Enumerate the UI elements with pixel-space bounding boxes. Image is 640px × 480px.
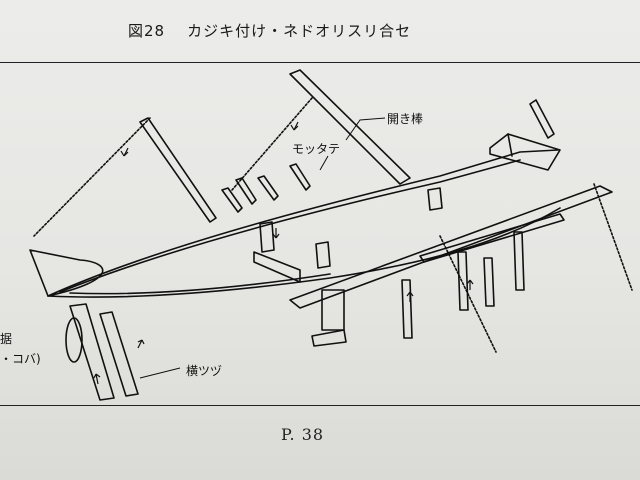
figure-frame (0, 62, 640, 406)
support-block (321, 289, 345, 331)
pole-right-top (529, 99, 555, 139)
hull-bow-plank (29, 249, 104, 297)
hull-bottom (47, 207, 561, 298)
stern-box (489, 133, 561, 171)
hull-bottom-inner (69, 273, 331, 295)
label-cut-left-bottom: ・コバ) (0, 352, 41, 366)
label-opening-pole: 開き棒 (387, 112, 424, 126)
mottate-prop (221, 187, 243, 213)
pole-left (139, 117, 217, 223)
label-mottate: モッタテ (292, 142, 341, 156)
hull-gunwale-inner (59, 159, 521, 293)
yoko-tsuzu-pole (69, 303, 115, 401)
figure-caption: 図28 カジキ付け・ネドオリスリ合セ (128, 20, 411, 41)
figure-number: 図28 (128, 22, 166, 40)
rope-center (231, 97, 313, 191)
label-cut-left-top: 据 (0, 332, 13, 346)
label-yoko-tsuzu: 横ツヅ (186, 364, 223, 378)
page-number: P. 38 (281, 425, 325, 444)
side-plank (289, 185, 613, 309)
rope-right-2 (593, 183, 633, 291)
side-plank-2 (419, 213, 565, 263)
opening-pole (289, 69, 411, 185)
rope-left (33, 117, 151, 237)
post (401, 279, 413, 339)
hull-gunwale (47, 149, 559, 297)
figure-title: カジキ付け・ネドオリスリ合セ (187, 22, 412, 40)
